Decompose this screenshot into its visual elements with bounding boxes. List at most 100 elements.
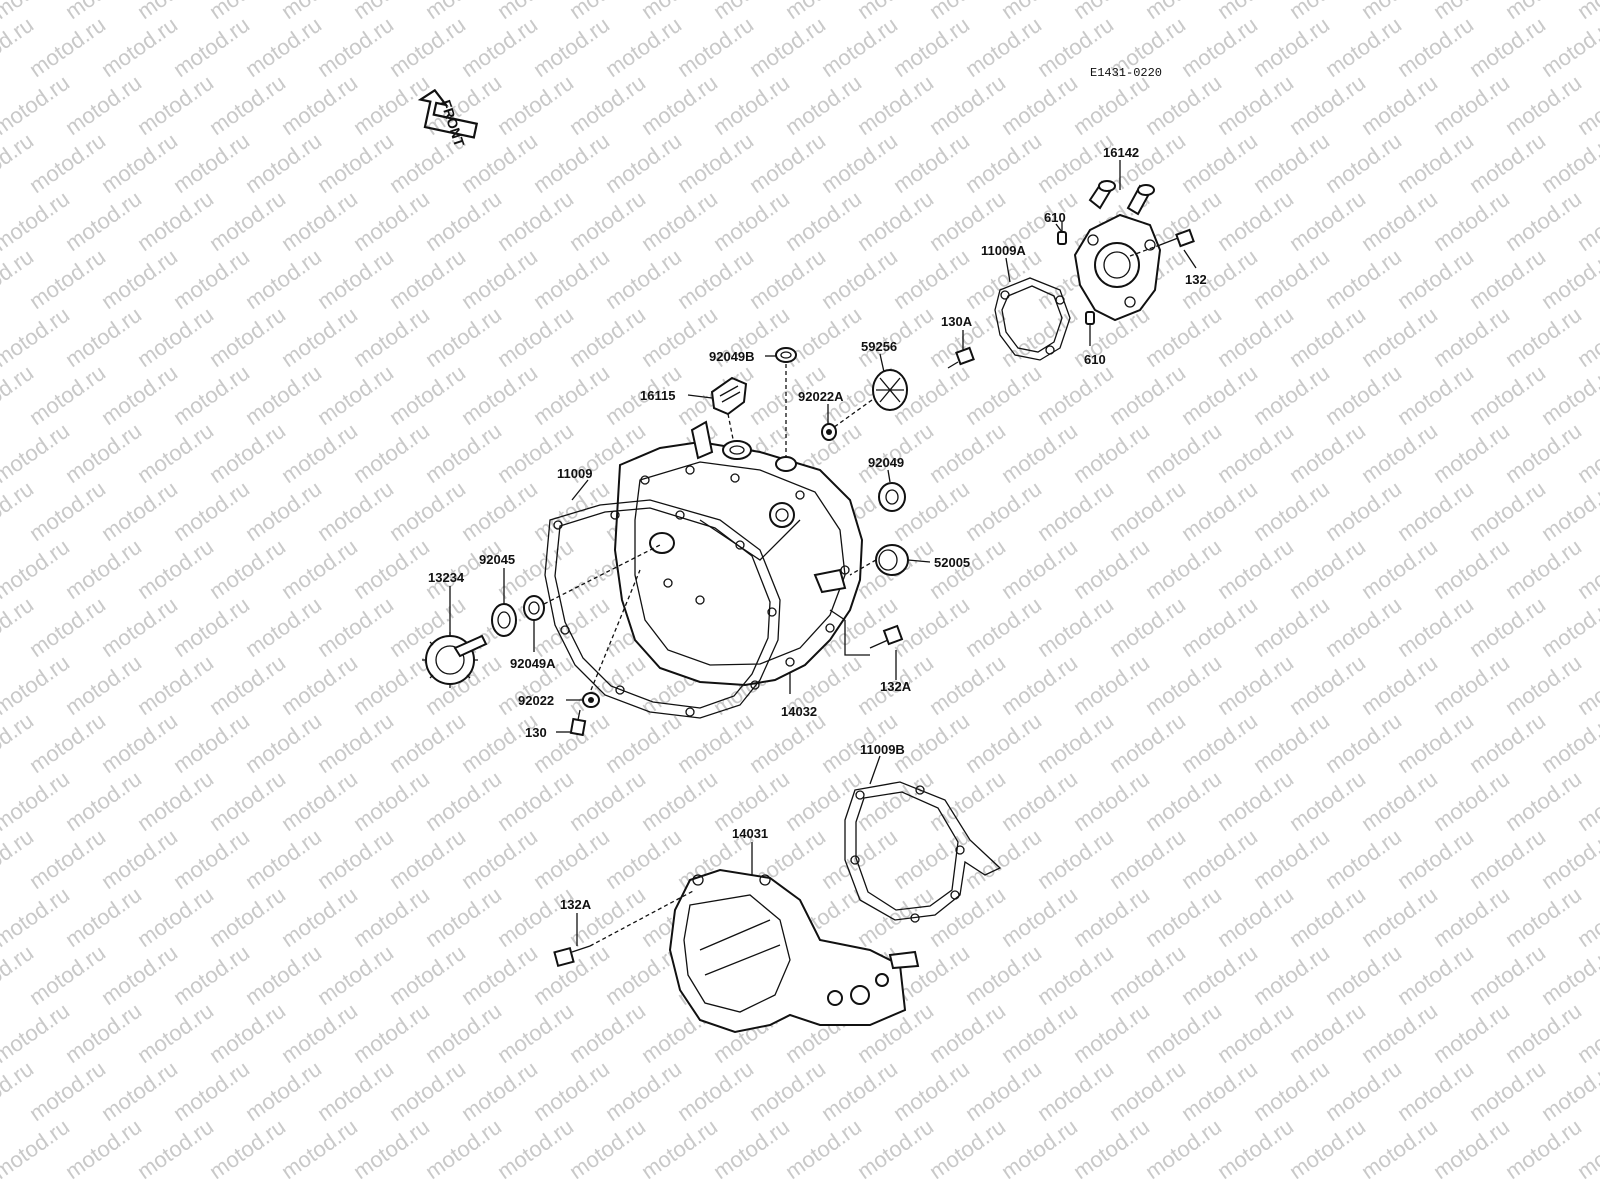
watermark-text: motod.ru: [205, 418, 290, 488]
watermark-text: motod.ru: [1249, 476, 1334, 546]
watermark-text: motod.ru: [1249, 360, 1334, 430]
watermark-text: motod.ru: [1465, 1056, 1550, 1126]
watermark-text: motod.ru: [61, 998, 146, 1068]
watermark-text: motod.ru: [1069, 534, 1154, 604]
watermark-text: motod.ru: [457, 244, 542, 314]
watermark-text: motod.ru: [1069, 998, 1154, 1068]
watermark-text: motod.ru: [565, 70, 650, 140]
watermark-text: motod.ru: [1249, 708, 1334, 778]
watermark-text: motod.ru: [385, 12, 470, 82]
watermark-text: motod.ru: [349, 766, 434, 836]
watermark-text: motod.ru: [97, 360, 182, 430]
watermark-text: motod.ru: [601, 128, 686, 198]
water-pump-cover: [1073, 180, 1162, 322]
label-132: 132: [1185, 272, 1207, 287]
watermark-text: motod.ru: [1465, 708, 1550, 778]
watermark-text: motod.ru: [133, 186, 218, 256]
watermark-text: motod.ru: [313, 592, 398, 662]
watermark-text: motod.ru: [925, 1114, 1010, 1184]
watermark-text: motod.ru: [169, 360, 254, 430]
watermark-text: motod.ru: [205, 1114, 290, 1184]
watermark-text: motod.ru: [1105, 592, 1190, 662]
watermark-text: motod.ru: [1357, 650, 1442, 720]
watermark-text: motod.ru: [97, 128, 182, 198]
watermark-text: motod.ru: [529, 12, 614, 82]
watermark-text: motod.ru: [1321, 244, 1406, 314]
watermark-text: motod.ru: [169, 12, 254, 82]
watermark-text: motod.ru: [169, 244, 254, 314]
watermark-text: motod.ru: [1177, 12, 1262, 82]
watermark-text: motod.ru: [1393, 476, 1478, 546]
watermark-text: motod.ru: [961, 940, 1046, 1010]
label-16115: 16115: [640, 388, 675, 403]
watermark-text: motod.ru: [457, 708, 542, 778]
watermark-text: motod.ru: [1285, 1114, 1370, 1184]
part-labels: 16142 610 11009A 132 130A 610 92049B 592…: [428, 145, 1207, 912]
watermark-text: motod.ru: [169, 592, 254, 662]
watermark-text: motod.ru: [97, 12, 182, 82]
watermark-text: motod.ru: [1501, 418, 1586, 488]
watermark-text: motod.ru: [889, 128, 974, 198]
watermark-text: motod.ru: [277, 998, 362, 1068]
watermark-text: motod.ru: [997, 998, 1082, 1068]
watermark-text: motod.ru: [1285, 534, 1370, 604]
watermark-text: motod.ru: [889, 592, 974, 662]
watermark-text: motod.ru: [493, 766, 578, 836]
watermark-text: motod.ru: [1429, 534, 1514, 604]
watermark-text: motod.ru: [1177, 476, 1262, 546]
watermark-text: motod.ru: [1141, 882, 1226, 952]
watermark-text: motod.ru: [1465, 476, 1550, 546]
watermark-text: motod.ru: [997, 766, 1082, 836]
watermark-text: motod.ru: [1321, 824, 1406, 894]
watermark-text: motod.ru: [1033, 940, 1118, 1010]
watermark-text: motod.ru: [61, 882, 146, 952]
watermark-text: motod.ru: [97, 476, 182, 546]
watermark-text: motod.ru: [781, 70, 866, 140]
watermark-text: motod.ru: [1141, 302, 1226, 372]
watermark-text: motod.ru: [925, 766, 1010, 836]
watermark-text: motod.ru: [1285, 418, 1370, 488]
watermark-text: motod.ru: [1465, 824, 1550, 894]
watermark-text: motod.ru: [61, 186, 146, 256]
watermark-text: motod.ru: [169, 128, 254, 198]
watermark-text: motod.ru: [313, 476, 398, 546]
watermark-text: motod.ru: [1213, 766, 1298, 836]
watermark-text: motod.ru: [1177, 708, 1262, 778]
watermark-text: motod.ru: [925, 418, 1010, 488]
watermark-text: motod.ru: [961, 824, 1046, 894]
watermark-text: motod.ru: [1249, 824, 1334, 894]
watermark-text: motod.ru: [1429, 1114, 1514, 1184]
watermark-text: motod.ru: [1357, 766, 1442, 836]
watermark-text: motod.ru: [1429, 882, 1514, 952]
watermark-text: motod.ru: [997, 534, 1082, 604]
watermark-text: motod.ru: [313, 708, 398, 778]
watermark-text: motod.ru: [313, 1056, 398, 1126]
watermark-text: motod.ru: [529, 476, 614, 546]
watermark-text: motod.ru: [1069, 650, 1154, 720]
watermark-text: motod.ru: [1069, 70, 1154, 140]
watermark-text: motod.ru: [205, 302, 290, 372]
watermark-text: motod.ru: [1033, 592, 1118, 662]
label-92022: 92022: [518, 693, 554, 708]
watermark-text: motod.ru: [169, 476, 254, 546]
watermark-text: motod.ru: [1285, 186, 1370, 256]
watermark-text: motod.ru: [97, 1056, 182, 1126]
label-13234: 13234: [428, 570, 465, 585]
watermark-text: motod.ru: [1105, 940, 1190, 1010]
label-610-top: 610: [1044, 210, 1066, 225]
label-130: 130: [525, 725, 547, 740]
watermark-text: motod.ru: [277, 186, 362, 256]
watermark-text: motod.ru: [133, 882, 218, 952]
watermark-text: motod.ru: [529, 708, 614, 778]
impeller: [829, 369, 908, 431]
watermark-text: motod.ru: [1465, 244, 1550, 314]
watermark-text: motod.ru: [457, 12, 542, 82]
watermark-text: motod.ru: [277, 418, 362, 488]
label-132A-top: 132A: [880, 679, 912, 694]
watermark-text: motod.ru: [781, 1114, 866, 1184]
watermark-text: motod.ru: [1465, 940, 1550, 1010]
watermark-text: motod.ru: [601, 244, 686, 314]
watermark-text: motod.ru: [313, 360, 398, 430]
clutch-cover: [668, 868, 920, 1034]
